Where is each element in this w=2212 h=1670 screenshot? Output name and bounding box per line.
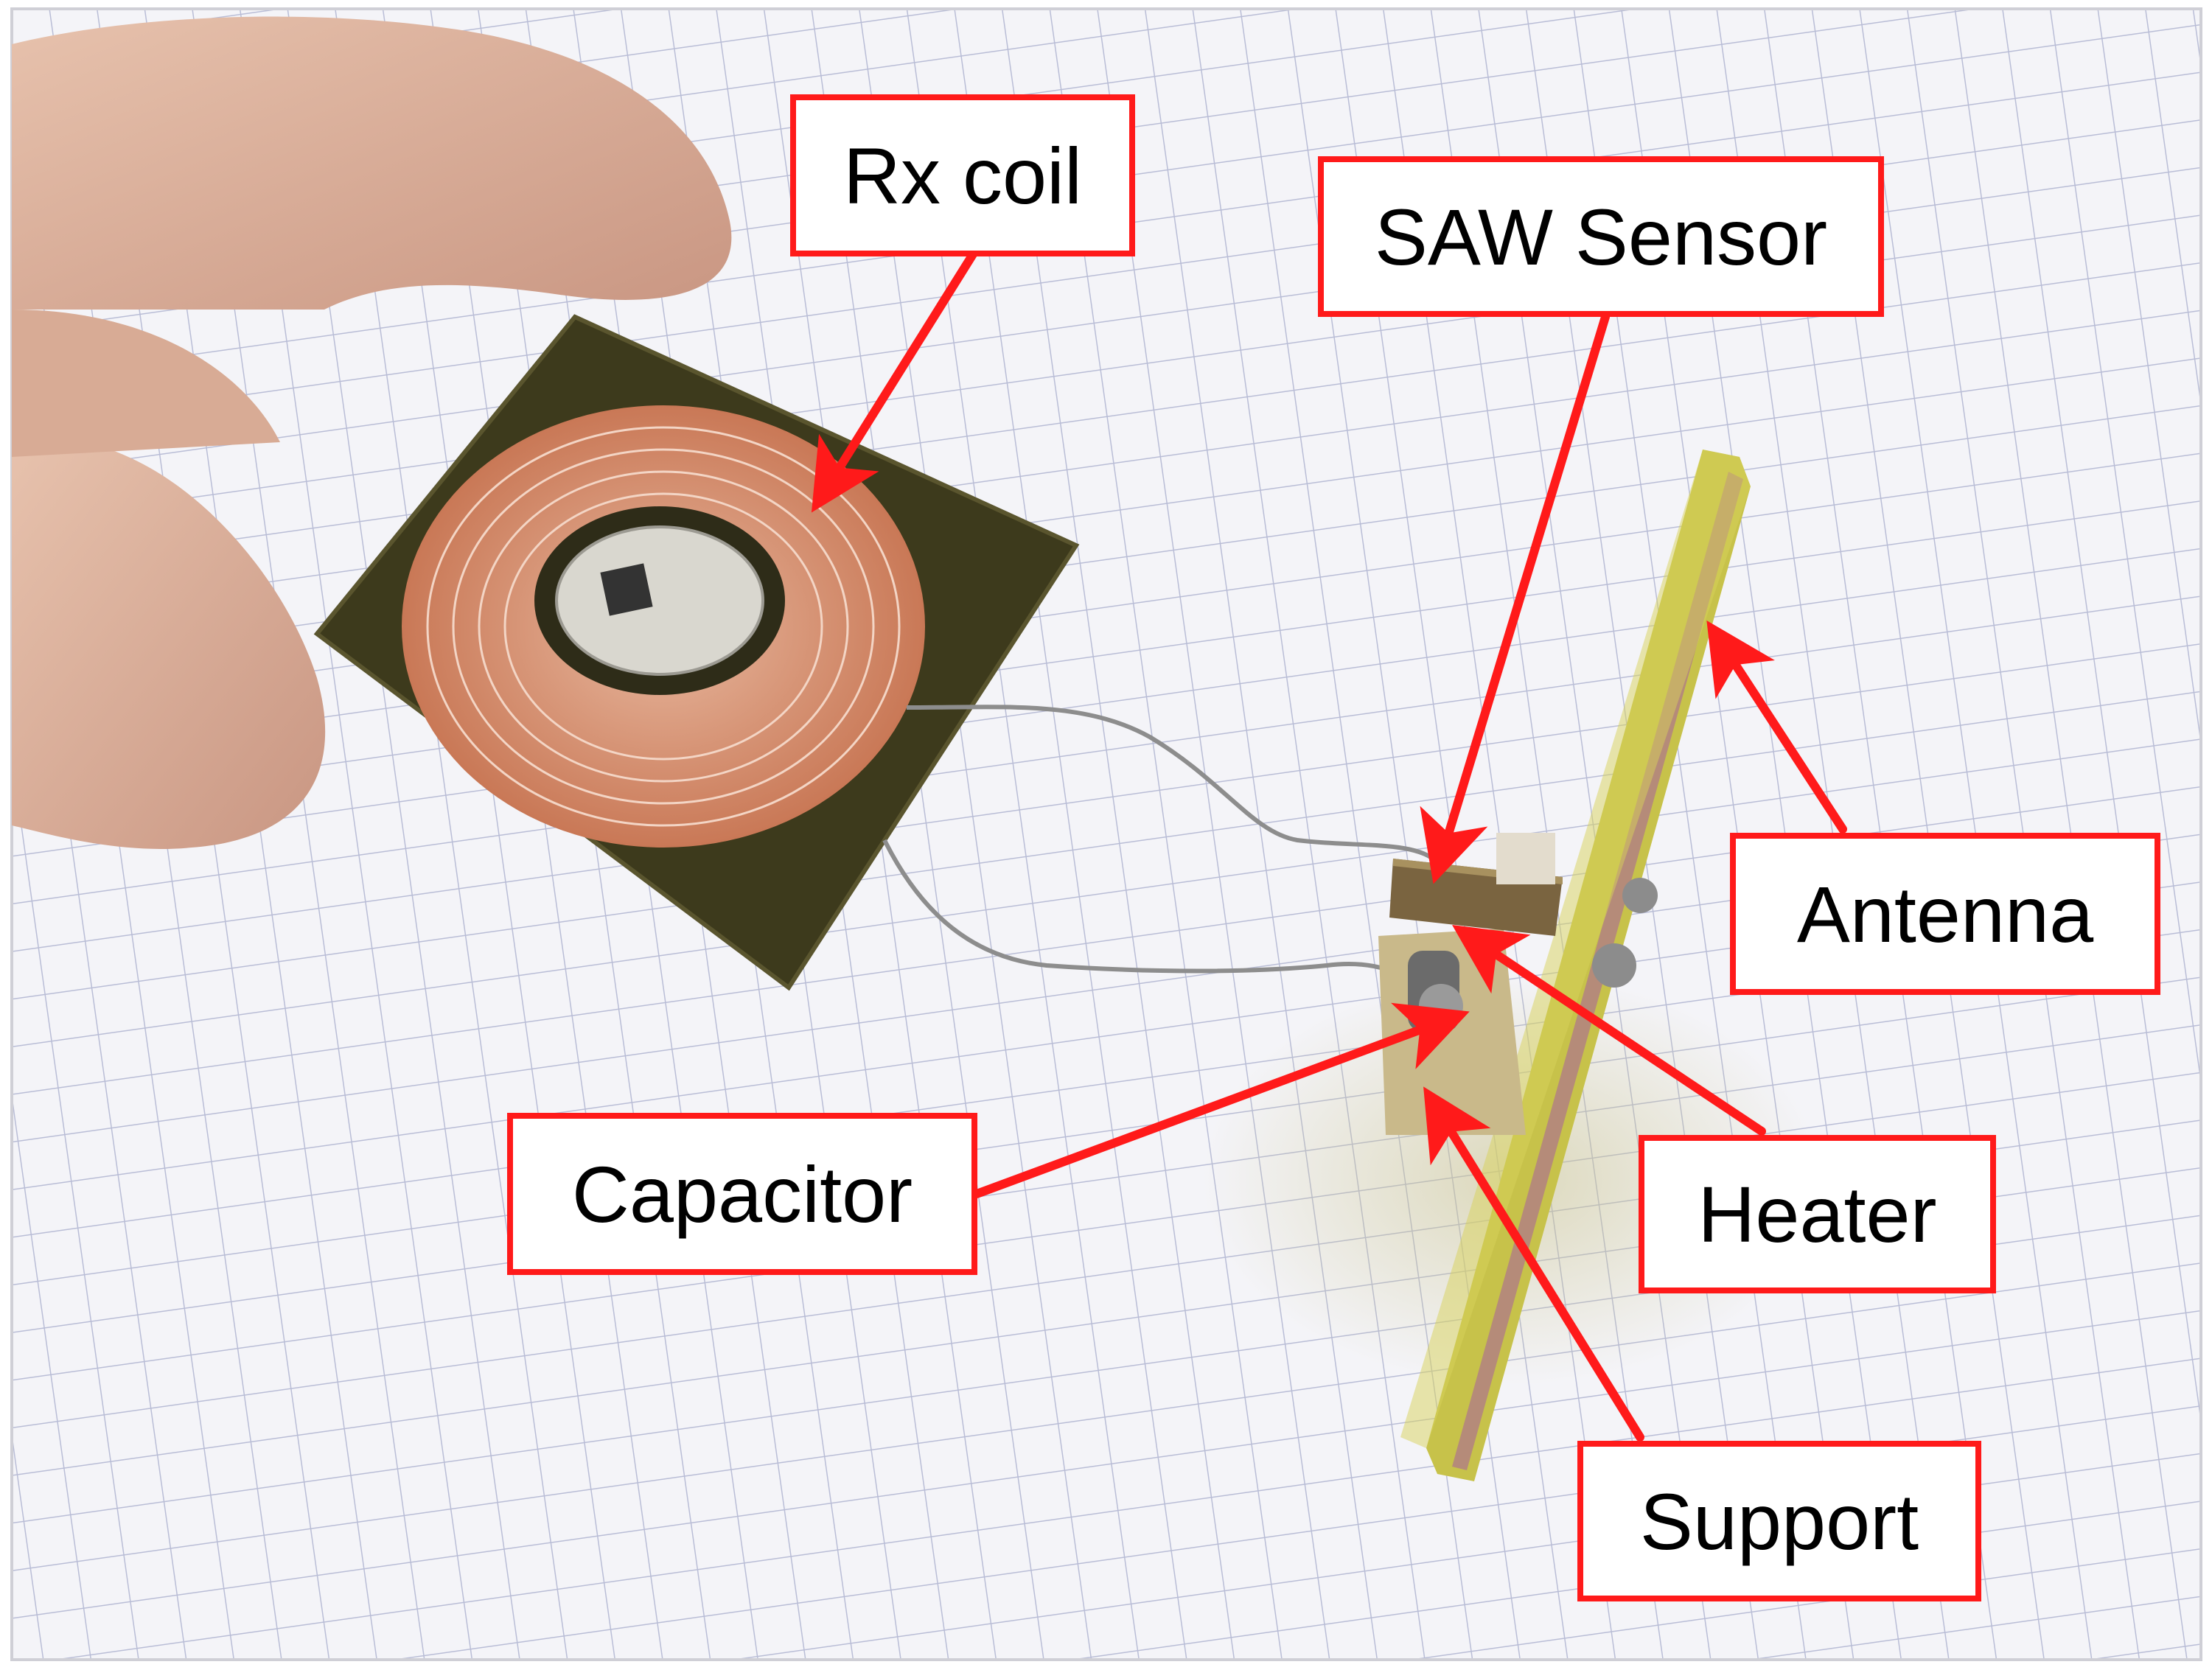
rx-coil-winding [402, 405, 925, 848]
arrow-heater [1452, 925, 1766, 1136]
arrow-saw-sensor [1420, 312, 1610, 884]
arrow-capacitor [972, 1002, 1470, 1198]
label-heater: Heater [1639, 1135, 1996, 1293]
label-antenna: Antenna [1730, 833, 2160, 995]
label-support: Support [1577, 1441, 1981, 1601]
annotation-arrows [811, 250, 1847, 1442]
hand [12, 16, 732, 850]
arrow-support [1423, 1086, 1644, 1442]
label-saw-sensor: SAW Sensor [1318, 156, 1884, 317]
arrow-antenna [1706, 620, 1847, 834]
arrow-rx-coil [811, 250, 977, 513]
label-capacitor: Capacitor [507, 1113, 977, 1275]
label-rx-coil: Rx coil [790, 94, 1135, 256]
